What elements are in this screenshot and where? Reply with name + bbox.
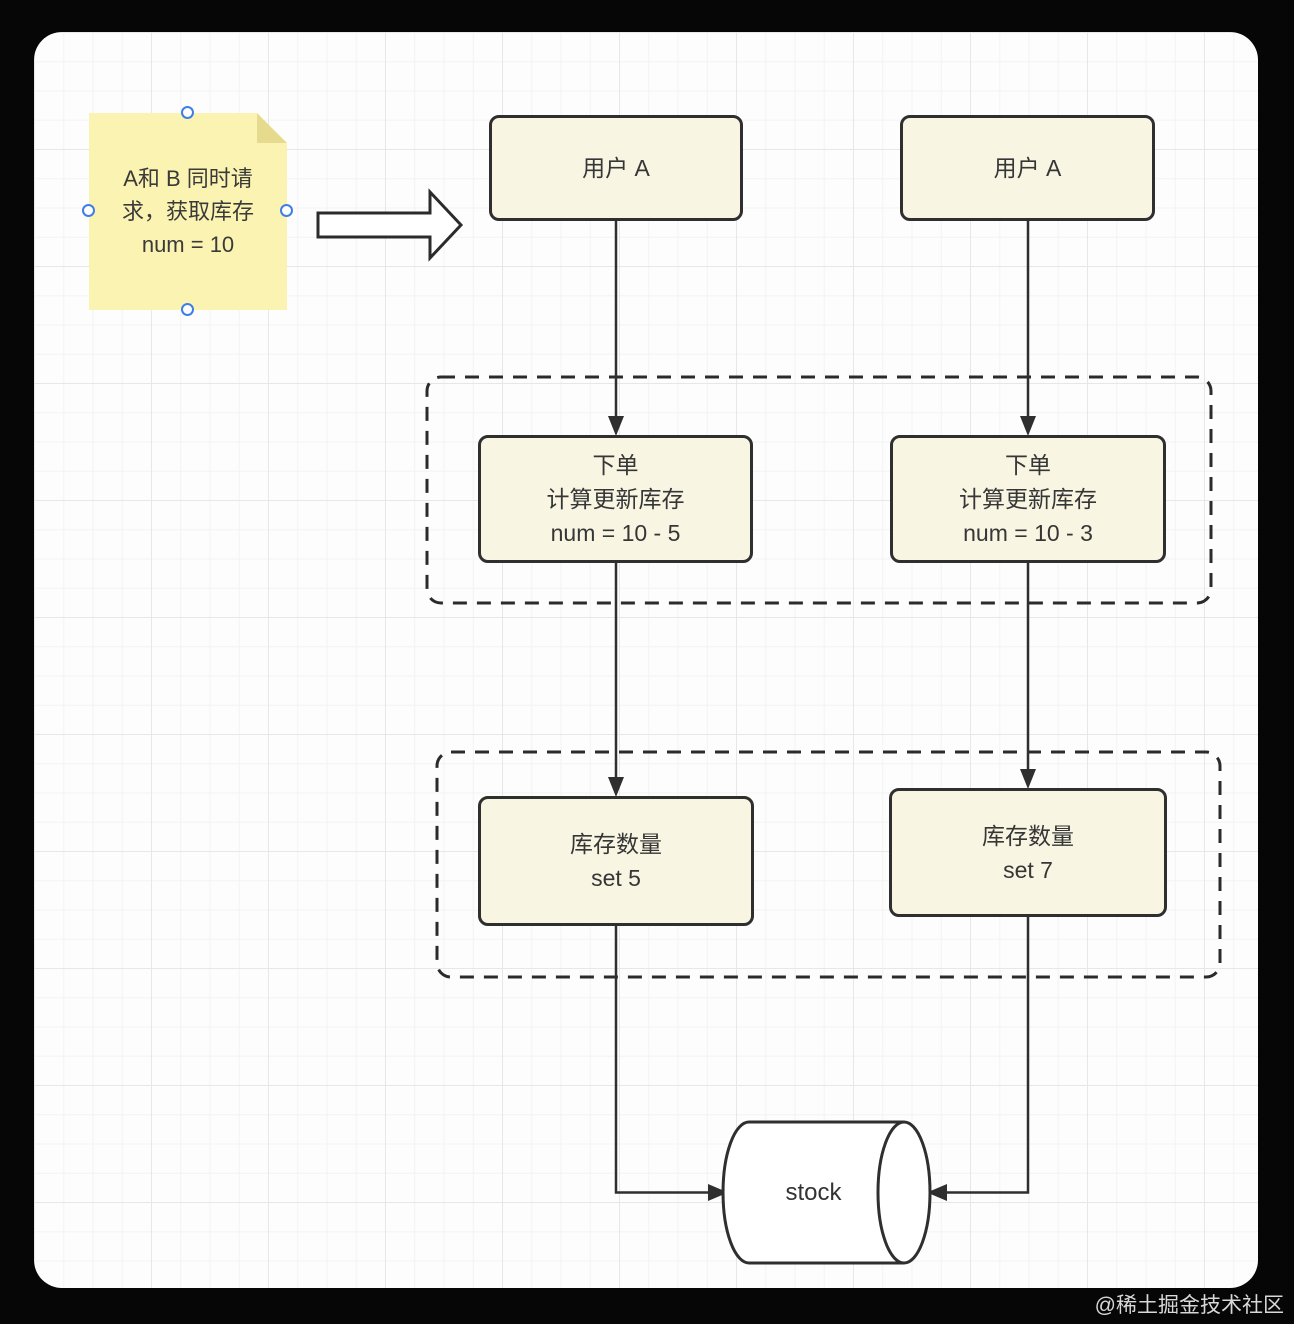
connector-set-b-to-stock[interactable]: [946, 917, 1030, 1194]
selection-handle-right[interactable]: [280, 204, 293, 217]
node-set-a[interactable]: 库存数量 set 5: [478, 796, 754, 926]
node-set-b-line: set 7: [1003, 856, 1053, 883]
block-arrow-right-icon[interactable]: [316, 188, 464, 262]
node-set-a-line: set 5: [591, 865, 641, 891]
arrowhead-stock-right: [927, 1184, 947, 1201]
selection-handle-top[interactable]: [181, 106, 194, 119]
node-order-b[interactable]: 下单 计算更新库存 num = 10 - 3: [890, 435, 1166, 563]
node-user-a1-label: 用户 A: [582, 155, 650, 181]
arrowhead-set-b: [1020, 769, 1036, 789]
node-user-a2-label: 用户 A: [993, 155, 1062, 181]
node-order-b-line: num = 10 - 3: [963, 520, 1093, 546]
node-user-a2[interactable]: 用户 A: [900, 115, 1155, 221]
node-set-b[interactable]: 库存数量 set 7: [889, 788, 1167, 917]
selection-handle-left[interactable]: [82, 204, 95, 217]
sticky-note-line: num = 10: [141, 232, 235, 257]
arrowhead-order-a: [608, 416, 624, 436]
node-order-b-line: 下单: [1005, 452, 1051, 478]
node-set-a-line: 库存数量: [570, 831, 662, 857]
sticky-note-line: A和 B 同时请: [123, 166, 253, 191]
node-user-a1[interactable]: 用户 A: [489, 115, 743, 221]
sticky-note-line: 求，获取库存: [121, 199, 254, 224]
stock-cylinder-cap: [876, 1120, 932, 1265]
node-order-a-line: 计算更新库存: [546, 486, 685, 512]
node-order-a-line: 下单: [592, 452, 639, 478]
arrowhead-stock-left: [708, 1184, 728, 1201]
arrowhead-order-b: [1020, 416, 1036, 436]
watermark: @稀土掘金技术社区: [1094, 1294, 1284, 1317]
node-stock-label[interactable]: stock: [785, 1178, 842, 1206]
arrowhead-set-a: [608, 777, 624, 797]
dashed-container-set-step[interactable]: [435, 750, 1222, 979]
selection-handle-bottom[interactable]: [181, 303, 194, 316]
node-order-b-line: 计算更新库存: [959, 486, 1097, 512]
node-set-b-line: 库存数量: [982, 822, 1074, 849]
dashed-container-order-step[interactable]: [425, 375, 1213, 605]
stock-cylinder-body[interactable]: [721, 1120, 904, 1265]
node-order-a[interactable]: 下单 计算更新库存 num = 10 - 5: [478, 435, 753, 563]
connector-set-a-to-stock[interactable]: [614, 926, 709, 1194]
sticky-note[interactable]: A和 B 同时请 求，获取库存 num = 10: [89, 113, 287, 310]
node-order-a-line: num = 10 - 5: [550, 520, 681, 546]
